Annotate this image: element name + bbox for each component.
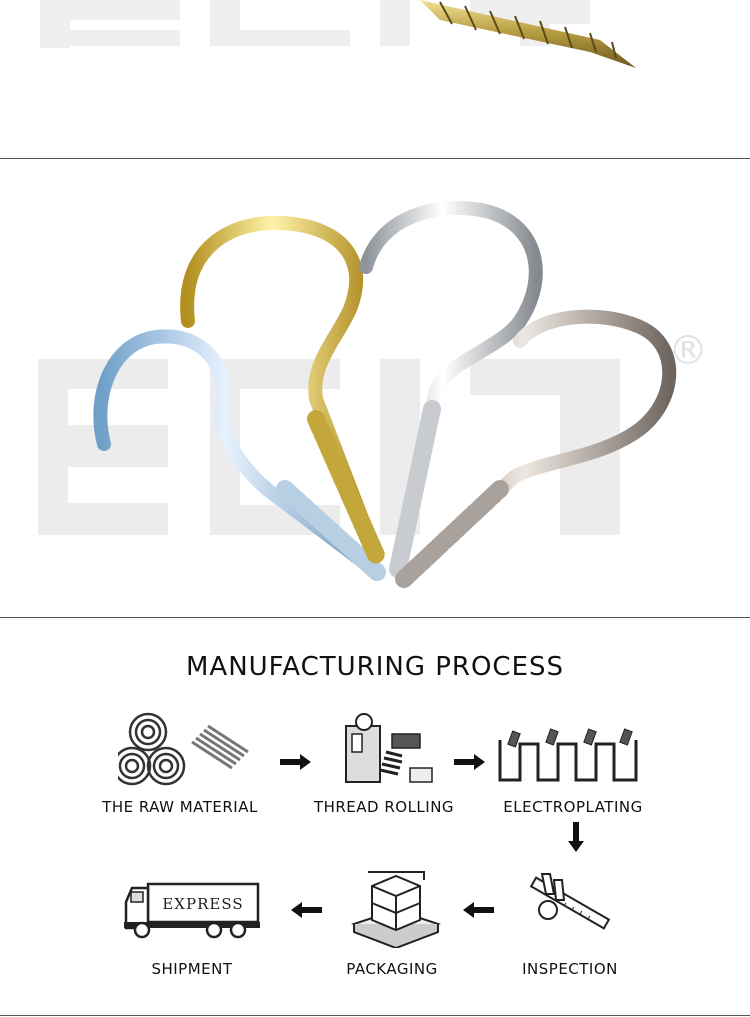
step-inspection bbox=[524, 870, 614, 940]
caliper-icon bbox=[529, 873, 611, 930]
step-label-packaging: PACKAGING bbox=[346, 960, 438, 978]
arrow-right-2 bbox=[454, 754, 486, 770]
step-raw-material bbox=[118, 708, 258, 794]
divider-bottom bbox=[0, 1015, 750, 1016]
divider-middle bbox=[0, 617, 750, 618]
top-product-section bbox=[0, 0, 750, 158]
arrow-right-1 bbox=[280, 754, 312, 770]
top-product-image bbox=[40, 0, 636, 68]
arrow-left-2 bbox=[462, 902, 494, 918]
step-label-electroplating: ELECTROPLATING bbox=[503, 798, 643, 816]
express-truck-icon: EXPRESS bbox=[124, 882, 260, 939]
arrow-left-1 bbox=[290, 902, 322, 918]
step-label-shipment: SHIPMENT bbox=[151, 960, 233, 978]
truck-express-text: EXPRESS bbox=[162, 895, 243, 913]
divider-top bbox=[0, 158, 750, 159]
step-shipment: EXPRESS bbox=[122, 880, 262, 940]
coil-and-rods-icon bbox=[118, 712, 249, 786]
boxes-on-pallet-icon bbox=[351, 871, 441, 948]
process-title: MANUFACTURING PROCESS bbox=[185, 652, 565, 682]
plating-tank-icon bbox=[498, 728, 638, 782]
step-label-thread-rolling: THREAD ROLLING bbox=[313, 798, 455, 816]
step-thread-rolling bbox=[340, 712, 436, 786]
thread-rolling-machine-icon bbox=[345, 713, 433, 783]
hooks-product-section: ® bbox=[0, 159, 750, 617]
step-label-inspection: INSPECTION bbox=[522, 960, 618, 978]
step-label-raw-material: THE RAW MATERIAL bbox=[102, 798, 258, 816]
step-packaging bbox=[350, 868, 442, 948]
step-electroplating bbox=[498, 726, 640, 784]
hooks-product-image: ® bbox=[38, 201, 708, 588]
arrow-down bbox=[568, 822, 584, 852]
